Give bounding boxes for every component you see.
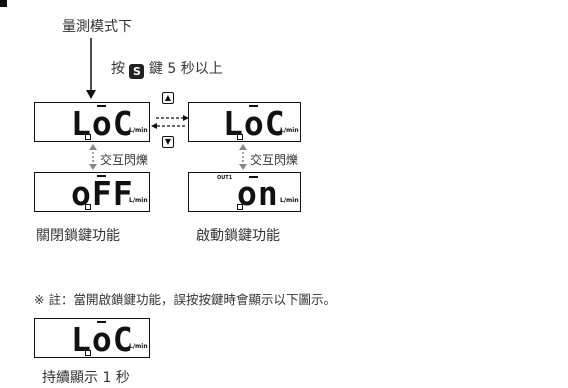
up-key-icon: ▲ [162, 92, 174, 104]
display-value: LoC [71, 320, 134, 359]
press-prefix: 按 [111, 61, 125, 77]
indicator-bar [249, 176, 258, 178]
lcd-off: oFF L/min [34, 172, 150, 212]
lock-off-caption: 關閉鎖鍵功能 [36, 228, 120, 244]
unit-label: L/min [280, 197, 299, 204]
indicator-bar [97, 175, 106, 177]
alternate-label-left: 交互閃爍 [100, 153, 149, 167]
unit-label: L/min [129, 343, 148, 350]
down-key-icon: ▼ [162, 136, 174, 148]
lcd-loc-left: LoC L/min [34, 102, 150, 142]
duration-caption: 持續顯示 1 秒 [42, 370, 130, 386]
unit-label: L/min [129, 197, 148, 204]
s-key-icon: S [129, 64, 145, 79]
square-indicator-icon [237, 204, 243, 210]
unit-label: L/min [129, 127, 148, 134]
unit-label: L/min [280, 127, 299, 134]
corner-marker-icon [0, 0, 7, 7]
display-value: on [237, 174, 279, 213]
lcd-on: OUT1 on L/min [188, 172, 301, 212]
dashed-updown-arrow-icon [239, 144, 247, 170]
lock-on-caption: 啟動鎖鍵功能 [196, 228, 280, 244]
arrow-down-icon [86, 38, 96, 99]
display-value: LoC [223, 104, 286, 143]
square-indicator-icon [85, 350, 91, 356]
square-indicator-icon [85, 204, 91, 210]
dashed-arrow-icon [151, 115, 189, 129]
press-suffix: 鍵 5 秒以上 [148, 61, 223, 77]
display-value: LoC [71, 104, 134, 143]
lcd-loc-right: LoC L/min [188, 102, 301, 142]
indicator-bar [249, 105, 258, 107]
dashed-updown-arrow-icon [89, 144, 97, 170]
mode-label: 量測模式下 [62, 19, 132, 35]
lcd-loc-note: LoC L/min [34, 318, 150, 358]
display-value: oFF [71, 174, 134, 213]
indicator-bar [97, 105, 106, 107]
alternate-label-right: 交互閃爍 [250, 153, 299, 167]
out1-indicator: OUT1 [217, 175, 233, 181]
note-text: ※ 註：當開啟鎖鍵功能，誤按按鍵時會顯示以下圖示。 [34, 292, 336, 307]
square-indicator-icon [237, 134, 243, 140]
press-instruction: 按 S 鍵 5 秒以上 [111, 58, 223, 79]
square-indicator-icon [85, 134, 91, 140]
indicator-bar [97, 321, 106, 323]
